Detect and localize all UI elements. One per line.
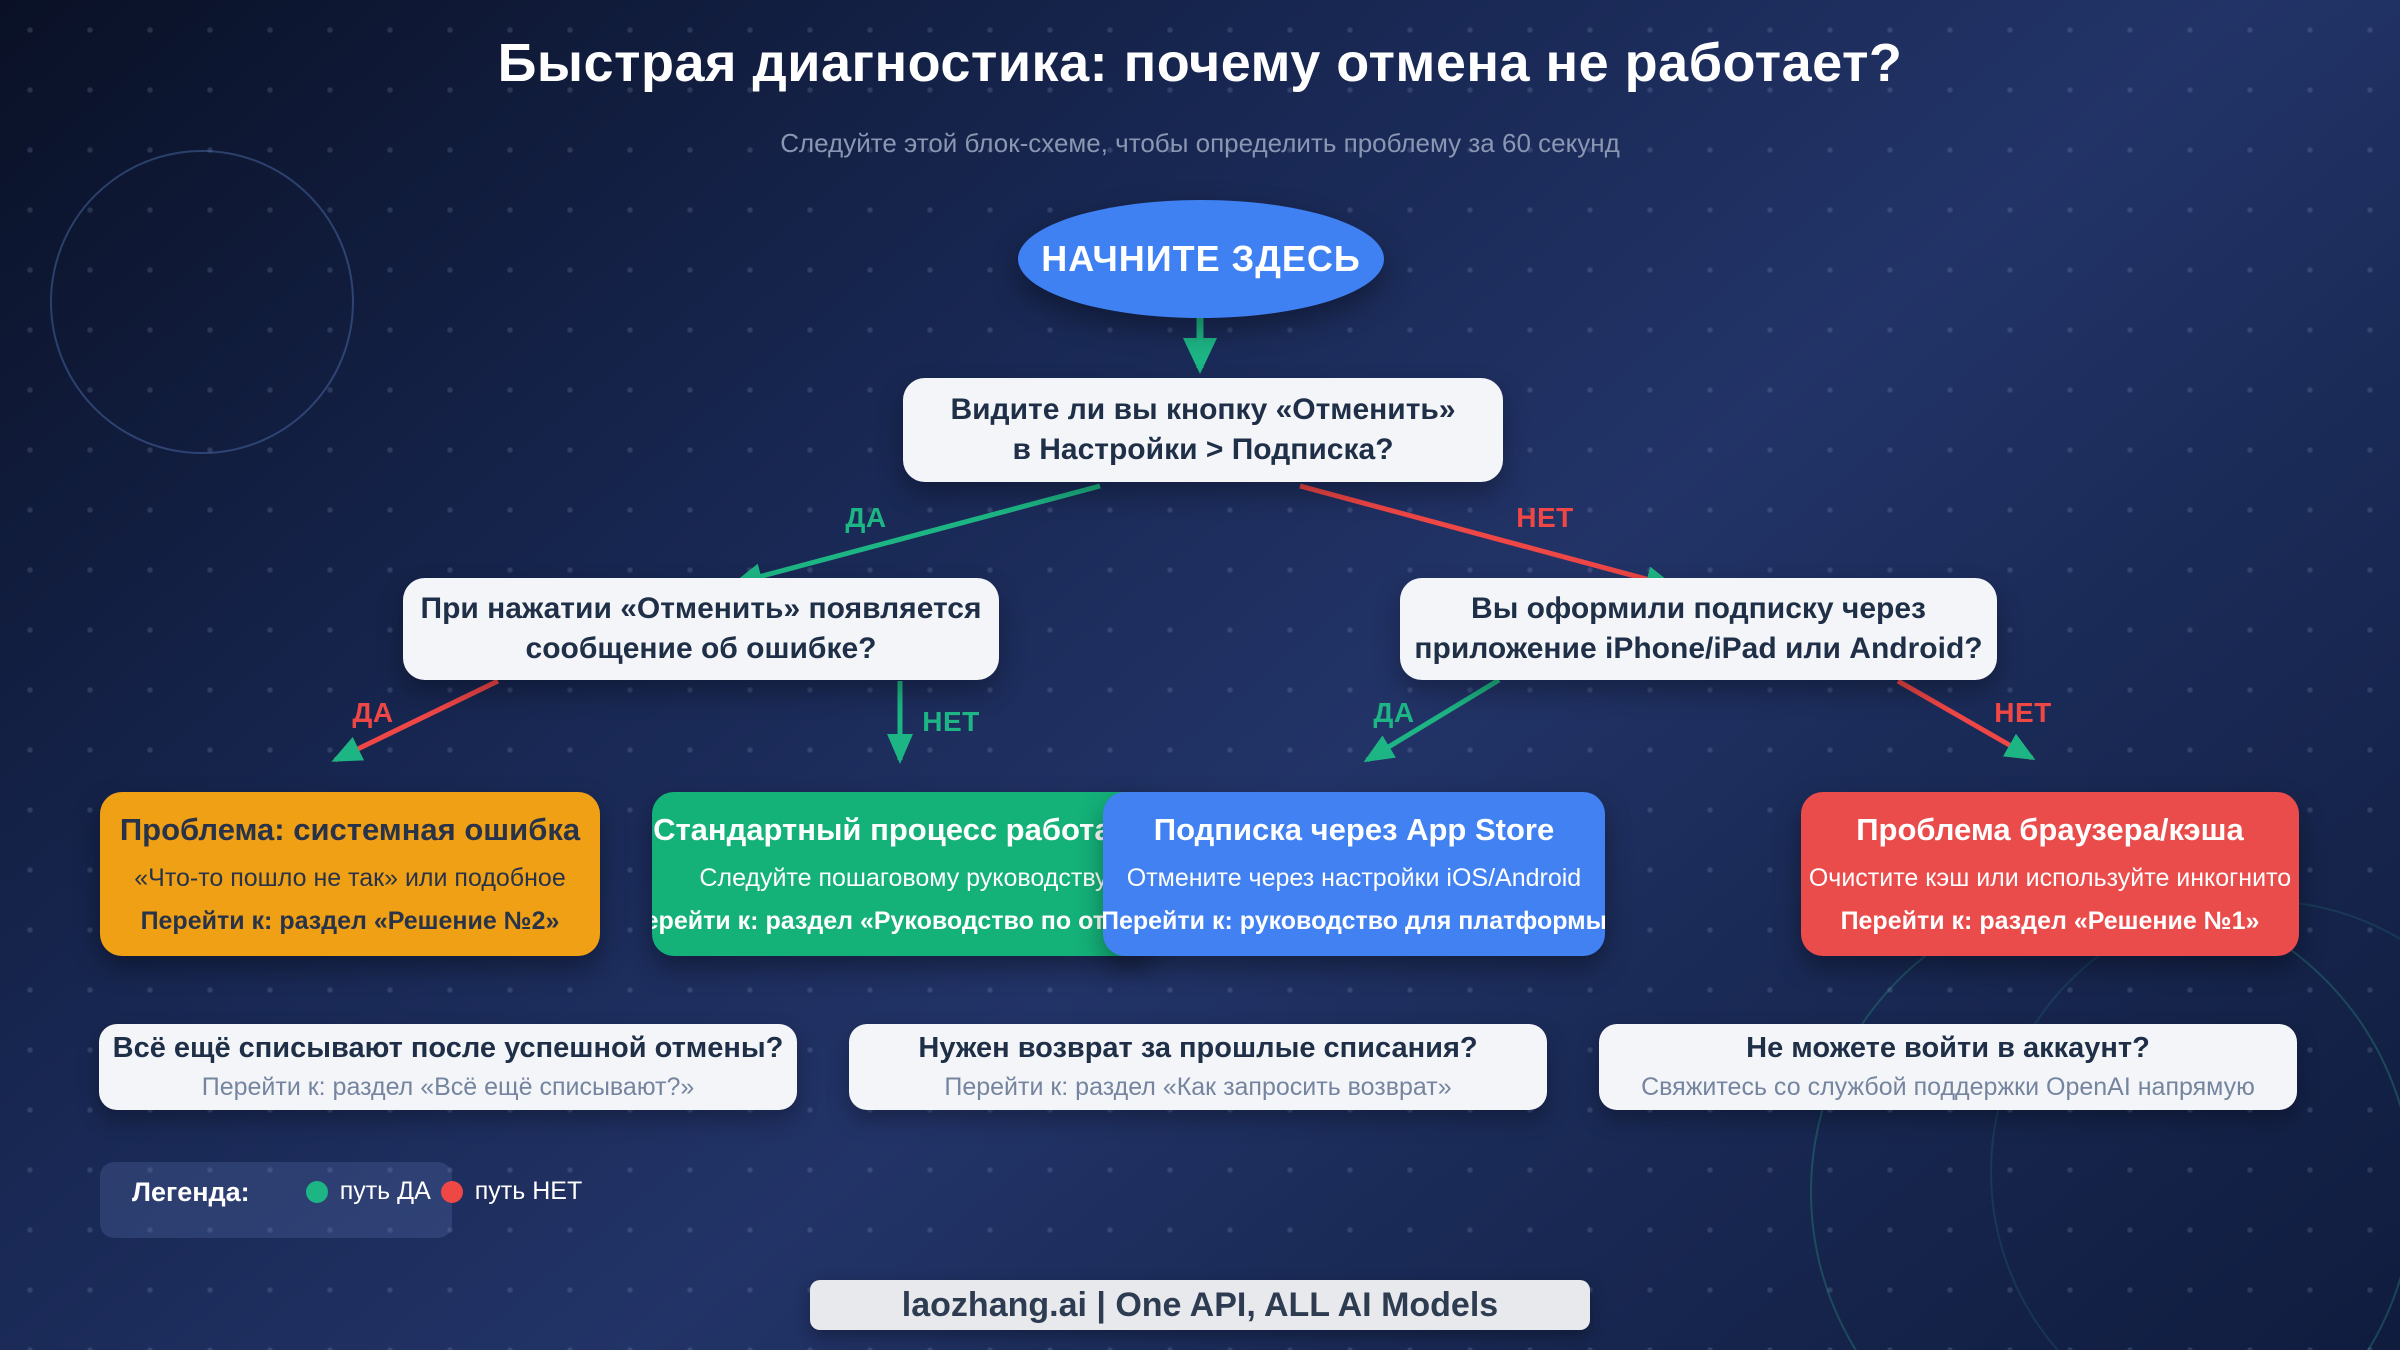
info-card-subtitle: Перейти к: раздел «Как запросить возврат… bbox=[944, 1073, 1452, 1101]
result-title: Проблема браузера/кэша bbox=[1856, 812, 2244, 847]
result-title: Подписка через App Store bbox=[1153, 812, 1555, 847]
result-description: Очистите кэш или используйте инкогнито bbox=[1808, 864, 2292, 892]
question-line: При нажатии «Отменить» появляется bbox=[420, 592, 982, 625]
edge-q3-yes-label: ДА bbox=[1373, 697, 1415, 728]
info-card-subtitle: Свяжитесь со службой поддержки OpenAI на… bbox=[1641, 1073, 2255, 1101]
edge-q3-yes-line bbox=[1363, 677, 1501, 763]
result-node-app-store: Подписка через App Store Отмените через … bbox=[1103, 792, 1605, 956]
result-title: Стандартный процесс работает! bbox=[653, 812, 1154, 847]
result-node-standard-process: Стандартный процесс работает! Следуйте п… bbox=[652, 792, 1155, 956]
result-description: Отмените через настройки iOS/Android bbox=[1126, 864, 1582, 892]
question-node-error-message: При нажатии «Отменить» появляется сообще… bbox=[403, 578, 999, 680]
legend-no-label: путь НЕТ bbox=[474, 1177, 583, 1205]
legend-yes-label: путь ДА bbox=[339, 1177, 431, 1205]
result-node-system-error: Проблема: системная ошибка «Что-то пошло… bbox=[100, 792, 600, 956]
footer-banner: laozhang.ai | One API, ALL AI Models bbox=[810, 1280, 1590, 1330]
legend-dot-no-icon bbox=[440, 1180, 463, 1203]
question-line: сообщение об ошибке? bbox=[525, 632, 877, 665]
edge-q2-no-label: НЕТ bbox=[922, 706, 980, 737]
question-node-cancel-button: Видите ли вы кнопку «Отменить» в Настрой… bbox=[903, 378, 1503, 482]
result-action: Перейти к: раздел «Решение №2» bbox=[140, 907, 560, 935]
info-card-title: Всё ещё списывают после успешной отмены? bbox=[112, 1032, 784, 1064]
edge-q2-yes-line bbox=[331, 678, 500, 763]
result-action: Перейти к: руководство для платформы bbox=[1103, 907, 1605, 935]
legend: Легенда: путь ДА путь НЕТ bbox=[100, 1162, 582, 1238]
page-subtitle: Следуйте этой блок-схеме, чтобы определи… bbox=[780, 128, 1620, 158]
edge-q1-no-line bbox=[1299, 483, 1676, 592]
start-node: НАЧНИТЕ ЗДЕСЬ bbox=[1018, 200, 1384, 318]
edge-q3-no-label: НЕТ bbox=[1994, 697, 2052, 728]
result-action: Перейти к: раздел «Решение №1» bbox=[1840, 907, 2260, 935]
edge-q2-yes-label: ДА bbox=[352, 697, 394, 728]
page-title: Быстрая диагностика: почему отмена не ра… bbox=[497, 33, 1903, 93]
question-line: Вы оформили подписку через bbox=[1471, 592, 1926, 625]
legend-title: Легенда: bbox=[132, 1177, 250, 1207]
question-line: в Настройки > Подписка? bbox=[1012, 433, 1394, 466]
info-card-still-charged: Всё ещё списывают после успешной отмены?… bbox=[99, 1024, 797, 1110]
question-line: приложение iPhone/iPad или Android? bbox=[1414, 632, 1983, 665]
edge-q3-no-line bbox=[1896, 678, 2036, 761]
legend-item-no: путь НЕТ bbox=[440, 1177, 583, 1206]
result-action: Перейти к: раздел «Руководство по отмене… bbox=[652, 907, 1155, 935]
result-description: Следуйте пошаговому руководству bbox=[699, 864, 1108, 892]
edge-q1-yes-label: ДА bbox=[845, 502, 887, 533]
info-card-login: Не можете войти в аккаунт? Свяжитесь со … bbox=[1599, 1024, 2297, 1110]
edge-q1-no-label: НЕТ bbox=[1516, 502, 1574, 533]
result-node-browser-cache: Проблема браузера/кэша Очистите кэш или … bbox=[1801, 792, 2299, 956]
legend-item-yes: путь ДА bbox=[305, 1177, 431, 1206]
info-card-title: Нужен возврат за прошлые списания? bbox=[918, 1032, 1478, 1064]
question-line: Видите ли вы кнопку «Отменить» bbox=[950, 393, 1456, 426]
question-node-mobile-subscription: Вы оформили подписку через приложение iP… bbox=[1400, 578, 1997, 680]
start-node-label: НАЧНИТЕ ЗДЕСЬ bbox=[1041, 238, 1361, 279]
info-card-refund: Нужен возврат за прошлые списания? Перей… bbox=[849, 1024, 1547, 1110]
legend-dot-yes-icon bbox=[305, 1180, 328, 1203]
result-title: Проблема: системная ошибка bbox=[119, 812, 581, 847]
edge-q1-yes-line bbox=[732, 483, 1101, 589]
info-card-title: Не можете войти в аккаунт? bbox=[1746, 1032, 2150, 1064]
info-card-subtitle: Перейти к: раздел «Всё ещё списывают?» bbox=[201, 1073, 695, 1101]
result-description: «Что-то пошло не так» или подобное bbox=[134, 864, 566, 892]
footer-text: laozhang.ai | One API, ALL AI Models bbox=[901, 1285, 1499, 1324]
